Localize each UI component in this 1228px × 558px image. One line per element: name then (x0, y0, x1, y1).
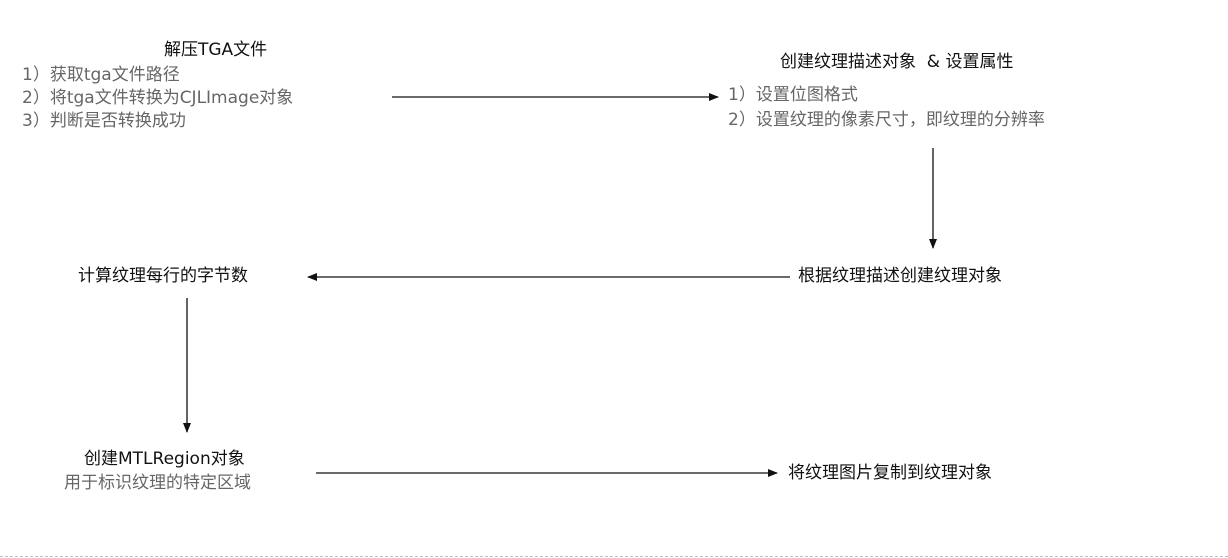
node-decompress-tga: 解压TGA文件 1）获取tga文件路径 2）将tga文件转换为CJLImage对… (22, 38, 464, 133)
node-title: 解压TGA文件 (164, 40, 268, 60)
node-bytes-per-row: 计算纹理每行的字节数 (78, 264, 248, 288)
node-texture-descriptor: 创建纹理描述对象 & 设置属性 1）设置位图格式 2）设置纹理的像素尺寸，即纹理… (728, 50, 1045, 132)
node-mtl-region: 创建MTLRegion对象 用于标识纹理的特定区域 (64, 447, 251, 495)
node-item: 3）判断是否转换成功 (22, 111, 186, 131)
node-create-texture: 根据纹理描述创建纹理对象 (798, 264, 1002, 288)
node-item: 2）将tga文件转换为CJLImage对象 (22, 88, 294, 108)
node-item: 2）设置纹理的像素尺寸，即纹理的分辨率 (728, 110, 1045, 130)
node-item: 1）设置位图格式 (728, 85, 858, 105)
node-title: 将纹理图片复制到纹理对象 (788, 463, 992, 483)
node-title: 根据纹理描述创建纹理对象 (798, 266, 1002, 286)
node-item: 用于标识纹理的特定区域 (64, 473, 251, 493)
node-item: 1）获取tga文件路径 (22, 65, 180, 85)
dashed-divider (0, 556, 1228, 557)
node-title: 计算纹理每行的字节数 (78, 266, 248, 286)
node-title: 创建MTLRegion对象 (84, 449, 245, 469)
node-title: 创建纹理描述对象 & 设置属性 (780, 52, 1014, 72)
node-copy-image: 将纹理图片复制到纹理对象 (788, 461, 992, 485)
